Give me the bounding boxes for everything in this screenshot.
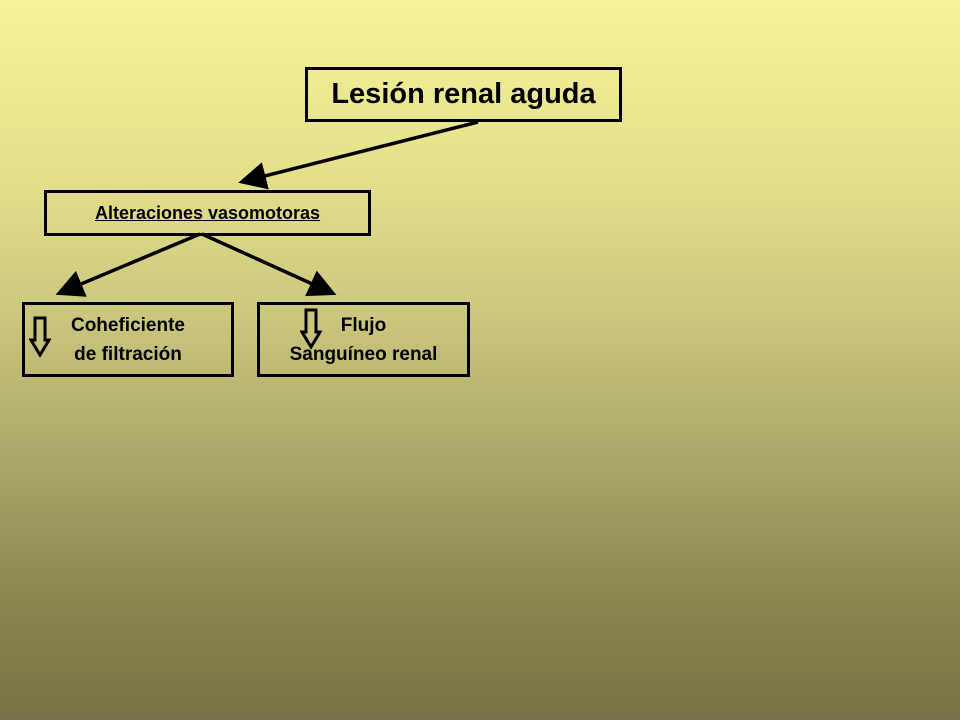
right-label-line1: Flujo <box>340 314 387 336</box>
arrow-root-to-middle <box>238 120 479 190</box>
left-node: Coheficiente de filtración <box>22 302 234 377</box>
down-arrow-icon <box>300 308 322 350</box>
middle-node: Alteraciones vasomotoras <box>44 190 371 236</box>
root-label: Lesión renal aguda <box>331 78 596 110</box>
right-node: Flujo Sanguíneo renal <box>257 302 470 377</box>
arrow-middle-to-right <box>201 232 337 297</box>
middle-label: Alteraciones vasomotoras <box>94 202 321 223</box>
left-label-line1: Coheficiente <box>70 314 186 336</box>
right-label-line2: Sanguíneo renal <box>289 343 438 365</box>
left-label-line2: de filtración <box>74 343 182 365</box>
down-arrow-icon <box>29 316 51 358</box>
arrow-middle-to-left <box>55 232 201 297</box>
root-node: Lesión renal aguda <box>305 67 622 122</box>
